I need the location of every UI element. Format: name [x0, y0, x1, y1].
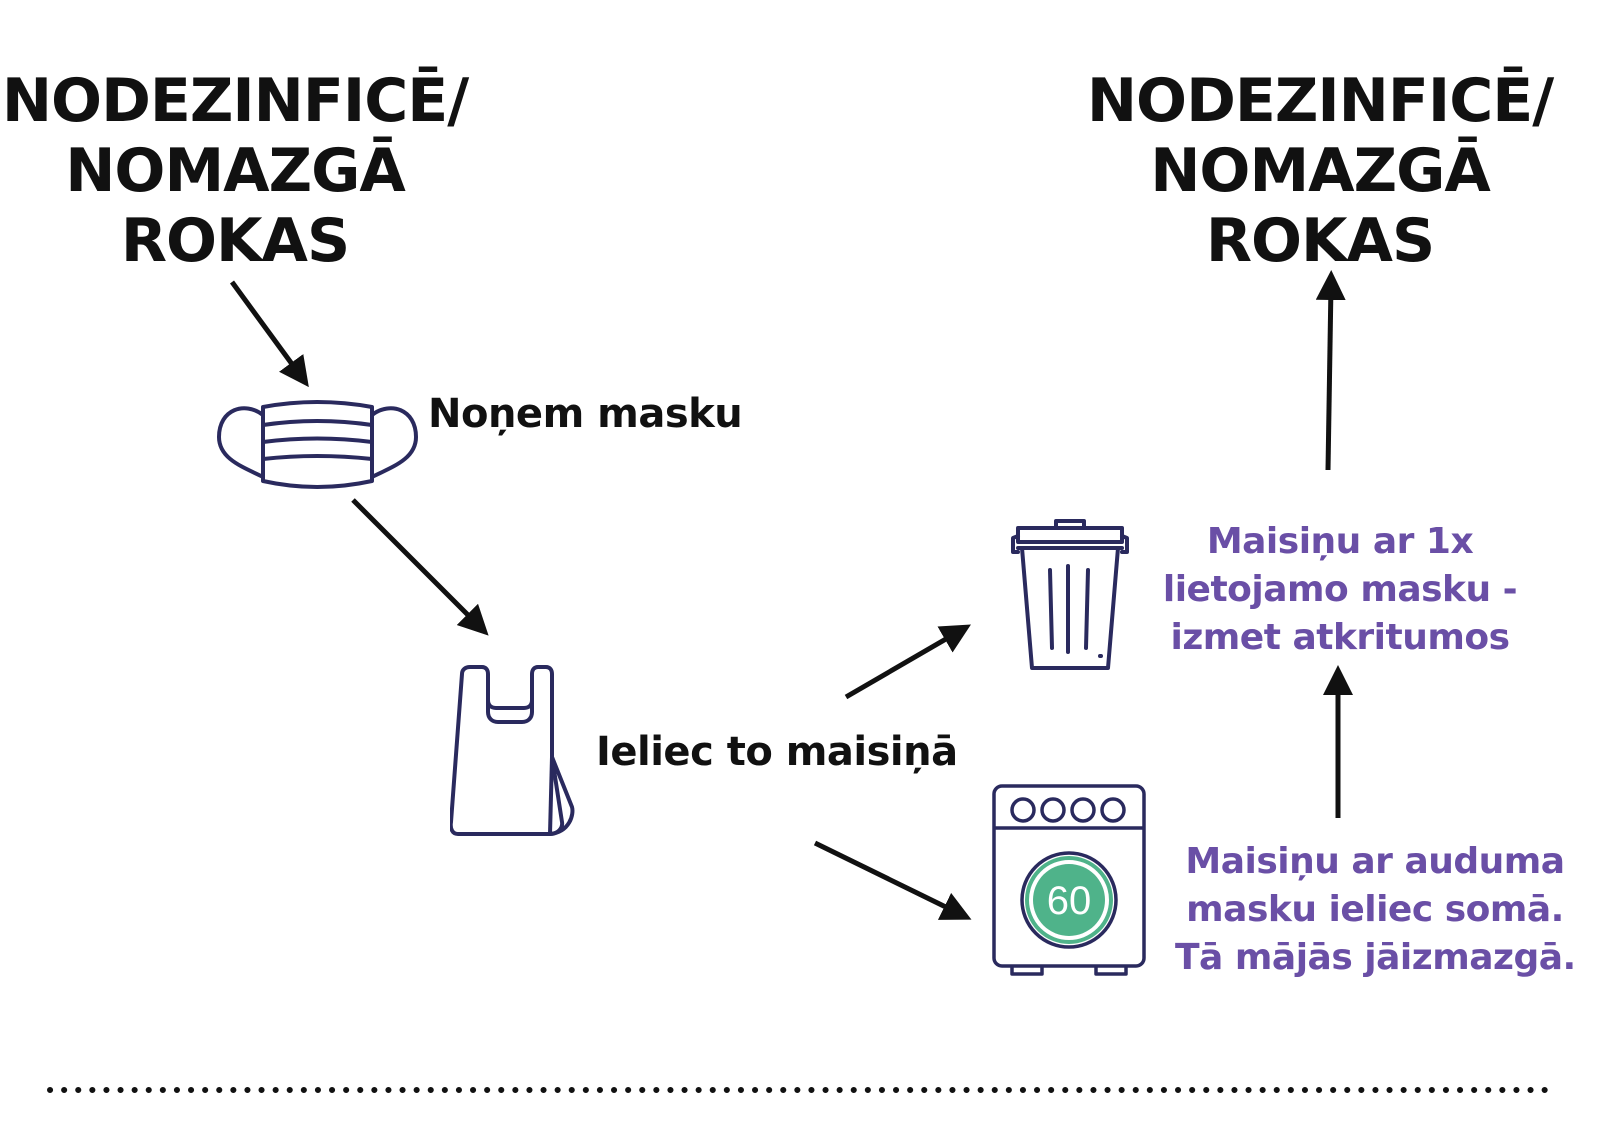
washing-machine-icon: 60: [990, 782, 1150, 981]
arrow-trash-text-to-heading: [1315, 270, 1346, 471]
heading-right-line-1: NODEZINFICĒ/: [1086, 66, 1554, 136]
heading-right-line-3: ROKAS: [1205, 206, 1435, 276]
heading-left-line-2: NOMAZGĀ: [65, 136, 406, 206]
cloth-line-2: masku ieliec somā.: [1186, 889, 1564, 930]
instruction-disposable-mask: Maisiņu ar 1x lietojamo masku - izmet at…: [1150, 518, 1530, 662]
heading-left-line-1: NODEZINFICĒ/: [1, 66, 469, 136]
heading-left-wash-hands: NODEZINFICĒ/ NOMAZGĀ ROKAS: [0, 66, 495, 276]
heading-left-line-3: ROKAS: [120, 206, 350, 276]
wash-temperature-label: 60: [1047, 879, 1092, 923]
arrow-bag-to-washer: [813, 840, 972, 920]
cloth-line-3: Tā mājās jāizmazgā.: [1175, 937, 1576, 978]
arrow-bag-to-trash: [844, 624, 971, 700]
face-mask-icon: [215, 395, 420, 499]
step-remove-mask: Noņem masku: [428, 391, 743, 437]
disposable-line-1: Maisiņu ar 1x: [1206, 521, 1474, 562]
arrow-heading-to-mask: [229, 280, 309, 388]
cloth-line-1: Maisiņu ar auduma: [1185, 841, 1565, 882]
step-put-in-bag: Ieliec to maisiņā: [596, 729, 958, 775]
plastic-bag-icon: [448, 662, 590, 846]
disposable-line-3: izmet atkritumos: [1170, 617, 1510, 658]
disposable-line-2: lietojamo masku -: [1162, 569, 1518, 610]
heading-right-line-2: NOMAZGĀ: [1150, 136, 1491, 206]
arrow-mask-to-bag: [351, 498, 489, 636]
instruction-cloth-mask: Maisiņu ar auduma masku ieliec somā. Tā …: [1175, 838, 1576, 982]
trash-can-icon: [1010, 518, 1130, 677]
heading-right-wash-hands: NODEZINFICĒ/ NOMAZGĀ ROKAS: [1060, 66, 1580, 276]
